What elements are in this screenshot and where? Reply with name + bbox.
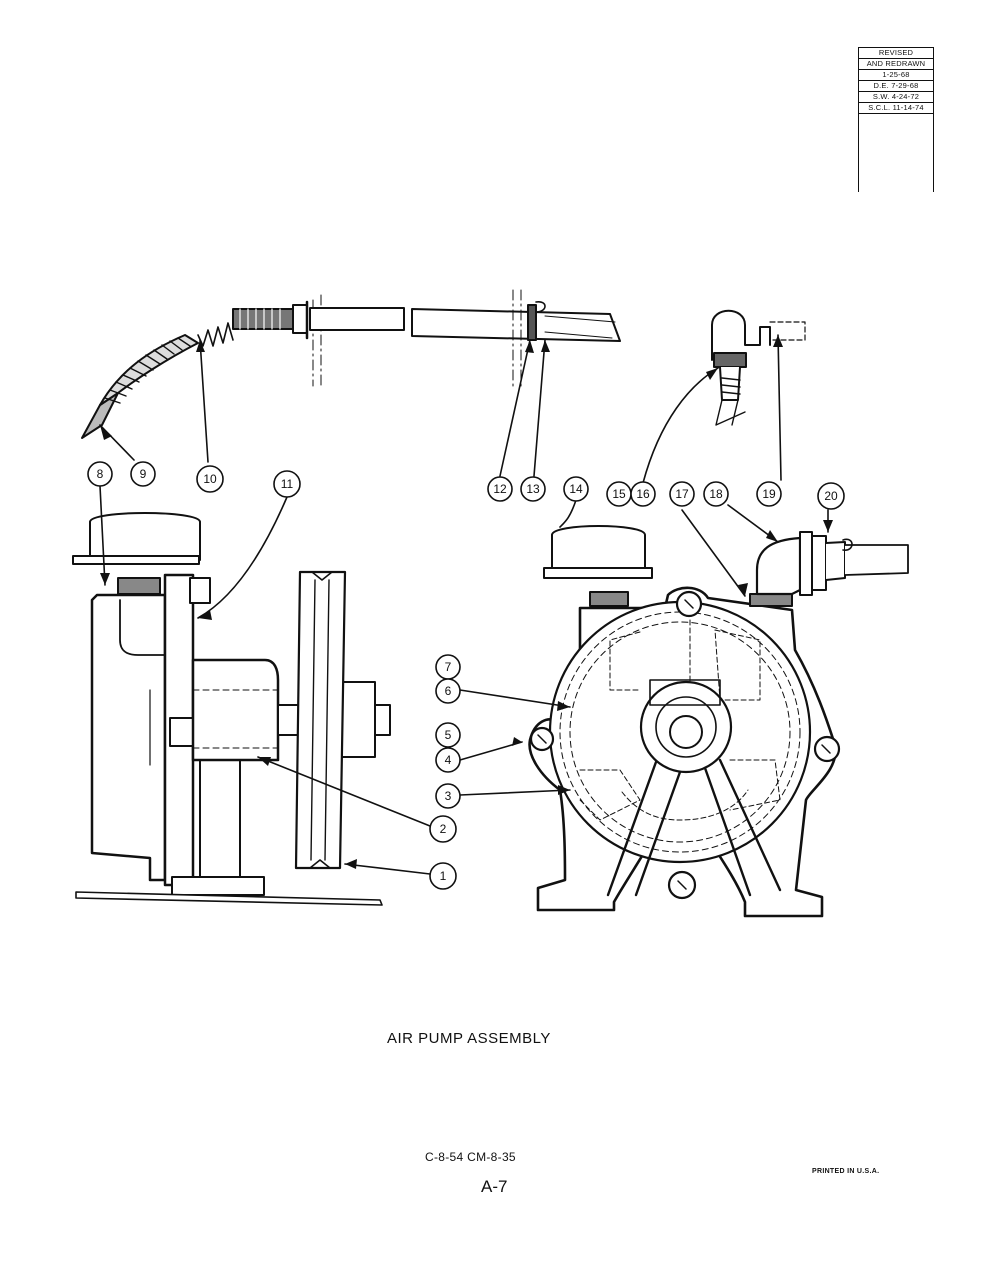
callout-circle-4 [435, 747, 461, 773]
callout-circle-12 [487, 476, 513, 502]
revision-line: REVISED [859, 47, 933, 58]
callout-18: 18 [709, 487, 723, 501]
callout-16: 16 [636, 487, 650, 501]
callout-13: 13 [526, 482, 540, 496]
revision-line: D.E. 7-29-68 [859, 80, 933, 91]
callout-17: 17 [675, 487, 689, 501]
callout-circle-11 [273, 470, 301, 498]
callout-circle-1 [429, 862, 457, 890]
revision-line: S.C.L. 11-14-74 [859, 102, 933, 114]
callout-8: 8 [97, 467, 104, 481]
callout-20: 20 [824, 489, 838, 503]
callout-circle-17 [669, 481, 695, 507]
figure-title: AIR PUMP ASSEMBLY [387, 1030, 551, 1047]
callout-5: 5 [445, 728, 452, 742]
leader-lines [99, 334, 829, 875]
callout-7: 7 [445, 660, 452, 674]
callout-12: 12 [493, 482, 507, 496]
callout-circle-9 [130, 461, 156, 487]
revision-line: AND REDRAWN [859, 58, 933, 69]
pump-side-view [72, 512, 391, 906]
callout-circle-13 [520, 476, 546, 502]
callout-circle-18 [703, 481, 729, 507]
revision-line: 1-25-68 [859, 69, 933, 80]
callout-4: 4 [445, 753, 452, 767]
revision-block: REVISED AND REDRAWN 1-25-68 D.E. 7-29-68… [858, 47, 934, 192]
callout-2: 2 [440, 822, 447, 836]
intake-hose [81, 289, 621, 439]
callout-circles [87, 461, 845, 890]
callout-1: 1 [440, 869, 447, 883]
pump-front-view [528, 525, 909, 918]
leader-arrowheads [100, 335, 833, 869]
figure-codes: C-8-54 CM-8-35 [425, 1150, 516, 1164]
callout-11: 11 [281, 477, 294, 491]
callout-14: 14 [569, 482, 583, 496]
callout-9: 9 [140, 467, 147, 481]
callout-circle-6 [435, 678, 461, 704]
callout-10: 10 [203, 472, 217, 486]
printed-notice: PRINTED IN U.S.A. [812, 1168, 880, 1175]
callout-6: 6 [445, 684, 452, 698]
page-number: A-7 [481, 1177, 508, 1196]
elbow-fitting [711, 309, 806, 426]
callout-circle-3 [435, 783, 461, 809]
callout-3: 3 [445, 789, 452, 803]
callout-circle-8 [87, 461, 113, 487]
callout-circle-2 [429, 815, 457, 843]
callout-circle-19 [756, 481, 782, 507]
callout-circle-5 [435, 722, 461, 748]
callout-circle-14 [563, 476, 589, 502]
callout-15: 15 [612, 487, 626, 501]
callout-circle-10 [196, 465, 224, 493]
callout-19: 19 [762, 487, 776, 501]
revision-line: S.W. 4-24-72 [859, 91, 933, 102]
callout-circle-20 [817, 482, 845, 510]
callout-circle-16 [630, 481, 656, 507]
